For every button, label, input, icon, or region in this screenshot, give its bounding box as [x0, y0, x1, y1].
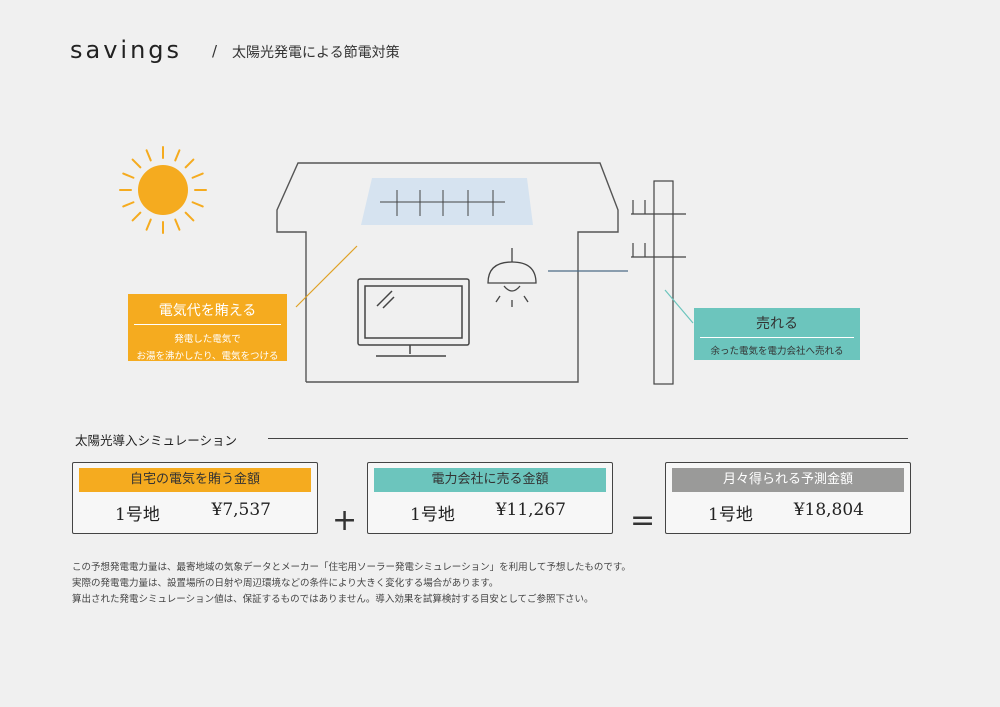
sun-ray — [145, 149, 152, 162]
sun-ray — [131, 158, 142, 169]
sun-ray — [191, 201, 204, 208]
callout-store-rule — [134, 324, 281, 325]
callout-sell-line: 余った電気を電力会社へ売れる — [710, 346, 844, 357]
callout-sell-desc: 余った電気を電力会社へ売れる — [694, 338, 860, 360]
callout-store-line: お湯を沸かしたり、電気をつける — [136, 351, 279, 362]
simulation-heading: 太陽光導入シミュレーション — [75, 433, 238, 448]
sim-box-amount: ¥11,267 — [495, 500, 566, 520]
brand-logo: savings — [70, 36, 183, 64]
sim-box-label: 自宅の電気を賄う金額 — [79, 468, 311, 492]
sim-box-lot: 1号地 — [410, 505, 455, 525]
tv-icon — [357, 278, 470, 357]
sun-ray — [145, 218, 152, 231]
sun-icon — [119, 146, 207, 234]
callout-store-title: 電気代を賄える — [158, 303, 257, 319]
callout-store-line: 発電した電気で — [174, 334, 241, 345]
note-line: この予想発電電力量は、最寄地域の気象データとメーカー「住宅用ソーラー発電シミュレ… — [72, 562, 631, 573]
sun-ray — [184, 211, 195, 222]
sun-ray — [174, 218, 181, 231]
callout-sell-rule — [700, 337, 854, 338]
callout-store-desc: 発電した電気で お湯を沸かしたり、電気をつける — [128, 325, 287, 365]
sim-box-sell: 電力会社に売る金額 1号地 ¥11,267 — [367, 462, 613, 534]
sim-box-amount: ¥18,804 — [793, 500, 864, 520]
note-line: 実際の発電電力量は、設置場所の日射や周辺環境などの条件により大きく変化する場合が… — [72, 578, 499, 589]
callout-sell-title: 売れる — [756, 316, 798, 332]
pendant-lamp-icon — [487, 248, 537, 307]
sim-box-monthly-total: 月々得られる予測金額 1号地 ¥18,804 — [665, 462, 911, 534]
note-line: 算出された発電シミュレーション値は、保証するものではありません。導入効果を試算検… — [72, 594, 594, 605]
utility-pole-icon — [631, 180, 686, 385]
sun-ray — [122, 201, 135, 208]
sim-box-self-use: 自宅の電気を賄う金額 1号地 ¥7,537 — [72, 462, 318, 534]
page-subtitle: 太陽光発電による節電対策 — [232, 45, 400, 61]
sun-ray — [174, 149, 181, 162]
house-outline — [276, 162, 619, 383]
simulation-divider — [268, 438, 908, 439]
store-leader-line — [295, 245, 358, 308]
sell-leader-line — [664, 289, 694, 324]
sim-box-label: 電力会社に売る金額 — [374, 468, 606, 492]
sim-box-label: 月々得られる予測金額 — [672, 468, 904, 492]
callout-sell: 売れる 余った電気を電力会社へ売れる — [694, 308, 860, 360]
plus-operator: + — [332, 503, 358, 538]
sim-box-lot: 1号地 — [115, 505, 160, 525]
sim-box-lot: 1号地 — [708, 505, 753, 525]
callout-store: 電気代を賄える 発電した電気で お湯を沸かしたり、電気をつける — [128, 294, 287, 362]
sun-ray — [122, 172, 135, 179]
sim-box-amount: ¥7,537 — [211, 500, 271, 520]
sun-ray — [191, 172, 204, 179]
title-separator: / — [212, 42, 218, 60]
sun-ray — [131, 211, 142, 222]
equals-operator: = — [630, 503, 656, 538]
disclaimer-notes: この予想発電電力量は、最寄地域の気象データとメーカー「住宅用ソーラー発電シミュレ… — [72, 560, 631, 608]
sun-ray — [184, 158, 195, 169]
solar-panel — [361, 178, 533, 225]
